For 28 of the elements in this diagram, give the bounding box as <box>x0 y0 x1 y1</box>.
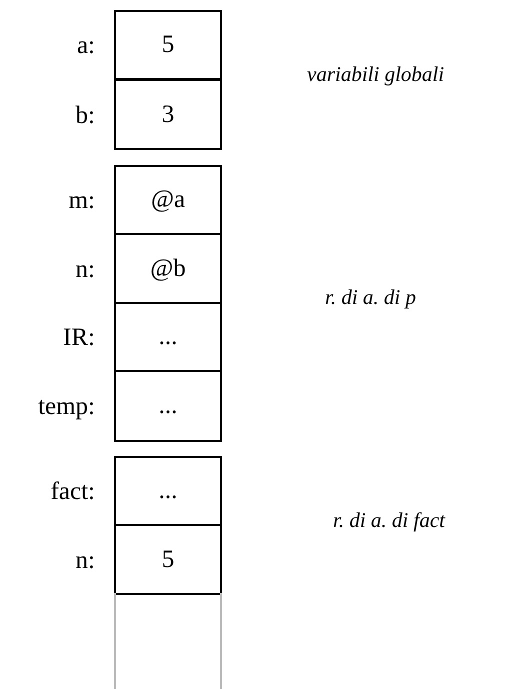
memory-cell <box>114 302 222 372</box>
region-label: variabili globali <box>307 62 444 87</box>
region-label: r. di a. di fact <box>333 508 446 533</box>
cell-value: 5 <box>162 546 174 574</box>
variable-name: fact: <box>50 478 95 506</box>
memory-cell <box>114 79 222 150</box>
variable-name: a: <box>76 32 95 60</box>
cell-value: @a <box>150 186 186 214</box>
memory-cell <box>114 370 222 442</box>
variable-name: n: <box>76 256 95 284</box>
variable-name: temp: <box>38 393 95 421</box>
memory-cell <box>114 10 222 80</box>
region-label: r. di a. di p <box>325 285 416 310</box>
empty-memory-cell <box>114 593 222 689</box>
cell-value: 3 <box>162 100 174 128</box>
memory-cell <box>114 456 222 526</box>
cell-value: ... <box>158 323 178 351</box>
variable-name: m: <box>68 187 95 215</box>
variable-name: b: <box>76 102 95 130</box>
cell-value: 5 <box>162 31 174 59</box>
cell-value: @b <box>150 254 186 282</box>
variable-name: IR: <box>63 324 95 352</box>
memory-cell <box>114 524 222 595</box>
memory-cell <box>114 233 222 304</box>
cell-value: ... <box>158 477 178 505</box>
variable-name: n: <box>76 546 95 574</box>
cell-value: ... <box>158 392 178 420</box>
memory-cell <box>114 165 222 235</box>
